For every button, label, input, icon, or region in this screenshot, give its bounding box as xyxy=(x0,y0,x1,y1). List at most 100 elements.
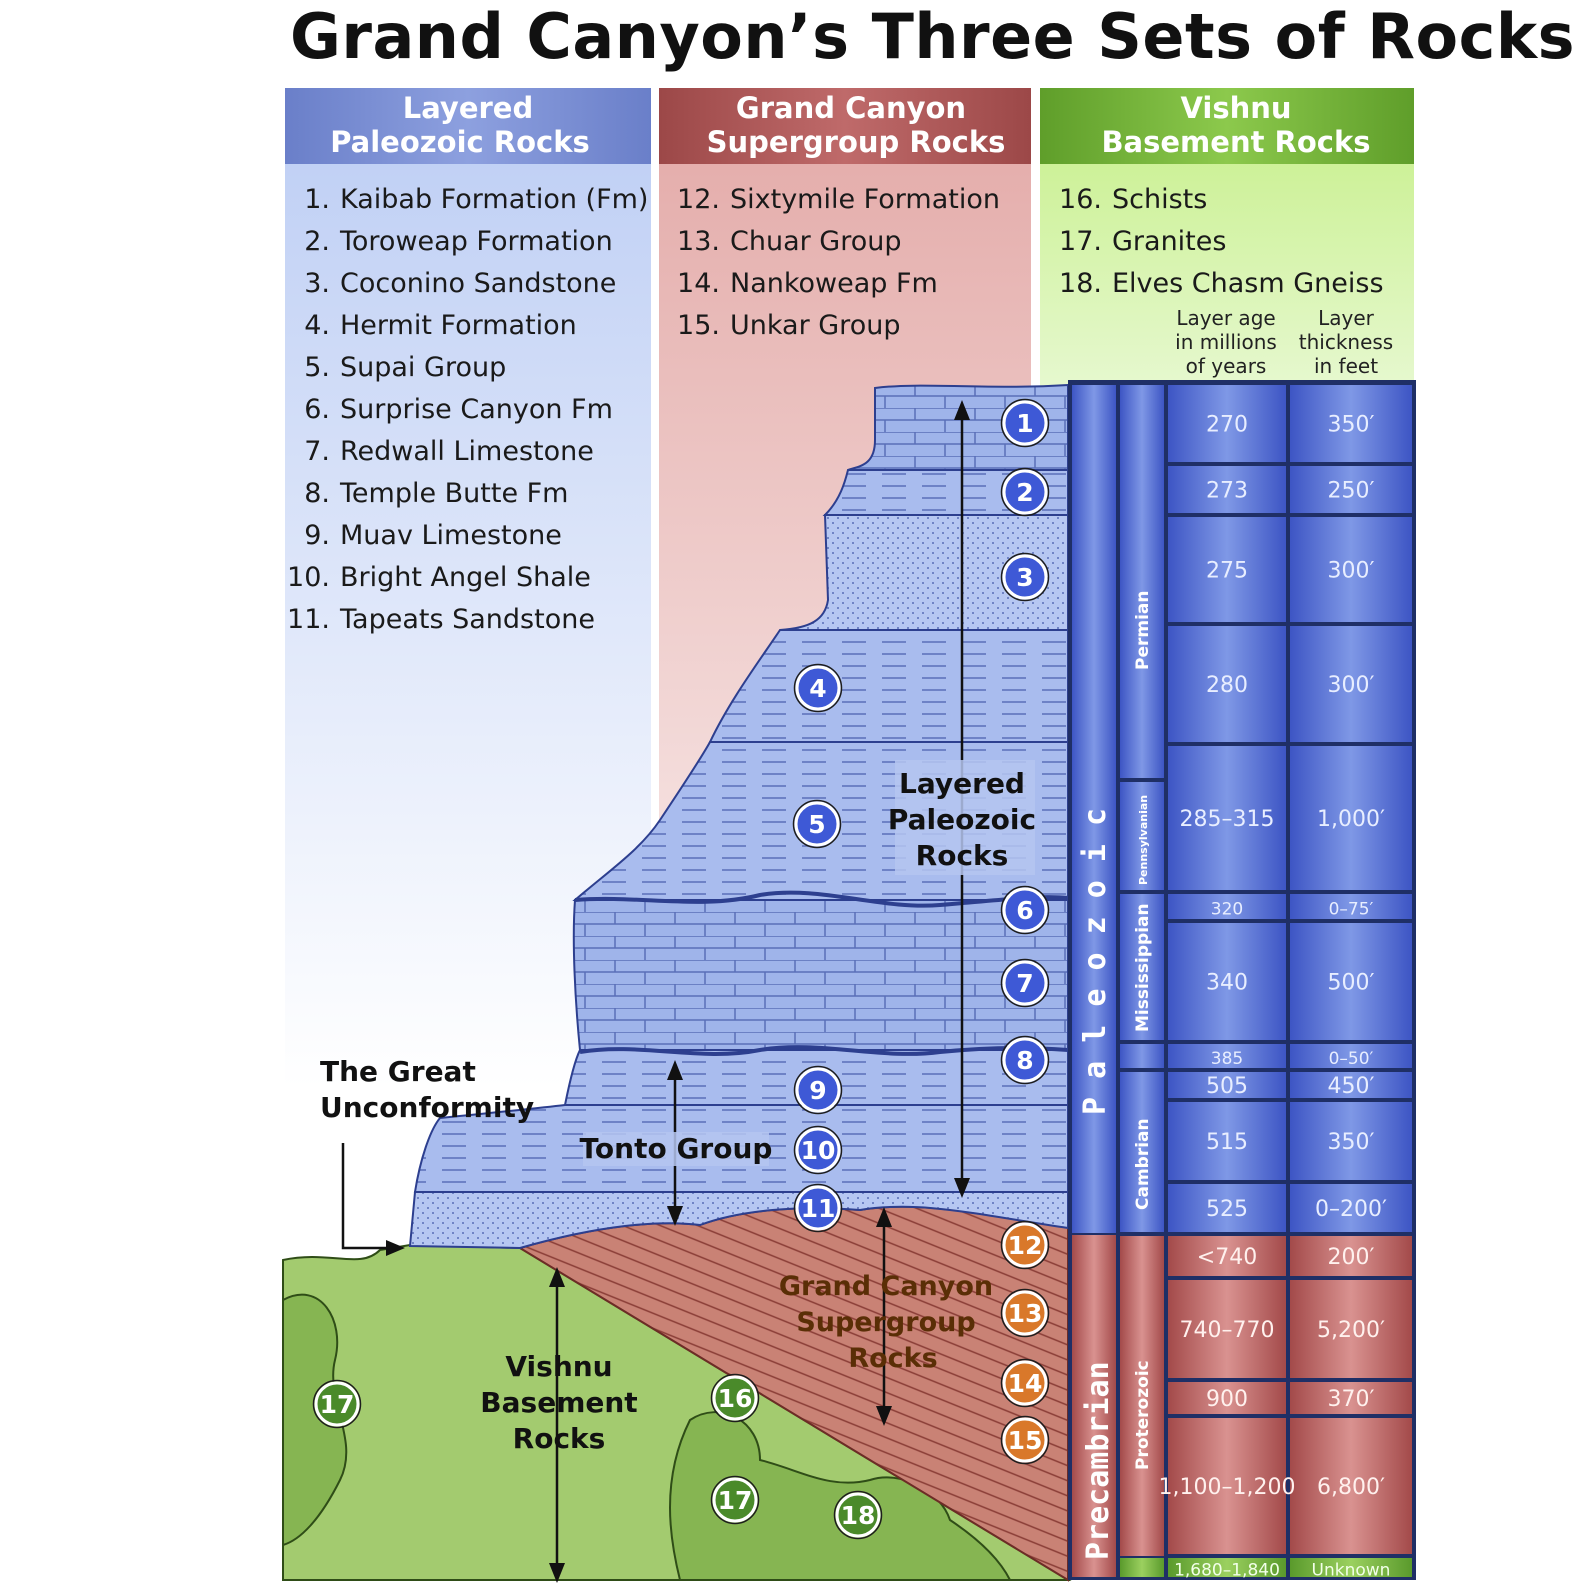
tonto-group-text: Tonto Group xyxy=(580,1132,773,1165)
table-row: 270 350′ xyxy=(1168,385,1412,462)
supergroup-label-line3: Rocks xyxy=(848,1343,937,1374)
tonto-group-label: Tonto Group xyxy=(580,1132,773,1166)
thickness-cell xyxy=(1290,1102,1412,1180)
thickness-cell xyxy=(1290,923,1412,1040)
supergroup-label-line2: Supergroup xyxy=(796,1307,975,1338)
thickness-header-line1: Layer xyxy=(1318,306,1375,330)
list-item: 15.Unkar Group xyxy=(677,310,900,341)
badge-number: 16 xyxy=(718,1384,753,1413)
age-header-line2: in millions xyxy=(1175,330,1277,354)
supergroup-header-line2: Supergroup Rocks xyxy=(707,125,1006,159)
layer-badge: 11 xyxy=(793,1183,843,1233)
badge-number: 10 xyxy=(801,1136,836,1165)
period-mississippian-label: Mississippian xyxy=(1133,903,1153,1032)
list-item: 18.Elves Chasm Gneiss xyxy=(1059,268,1384,299)
thickness-value: 0–200′ xyxy=(1315,1197,1387,1222)
vishnu-header: Vishnu Basement Rocks xyxy=(1040,88,1414,164)
layer-badge: 12 xyxy=(1000,1220,1050,1270)
list-item: 8.Temple Butte Fm xyxy=(304,478,568,509)
thickness-cell xyxy=(1290,1280,1412,1378)
layer-badge: 1 xyxy=(1000,398,1050,448)
age-value: 900 xyxy=(1206,1387,1248,1412)
list-item: 10.Bright Angel Shale xyxy=(287,562,591,593)
thickness-header-line3: in feet xyxy=(1314,354,1378,378)
badge-number: 15 xyxy=(1008,1426,1043,1455)
age-value: 740–770 xyxy=(1180,1318,1275,1343)
age-header-line1: Layer age xyxy=(1176,306,1275,330)
layered-paleozoic-line2: Paleozoic xyxy=(888,803,1036,836)
great-unconformity-line1: The Great xyxy=(320,1055,476,1088)
thickness-value: 370′ xyxy=(1328,1387,1375,1412)
age-cell xyxy=(1168,746,1286,890)
thickness-value: 450′ xyxy=(1328,1074,1375,1099)
list-item: 1.Kaibab Formation (Fm) xyxy=(304,184,648,215)
thickness-header-line2: thickness xyxy=(1299,330,1393,354)
supergroup-header-line1: Grand Canyon xyxy=(736,91,966,125)
thickness-value: 250′ xyxy=(1328,479,1375,504)
layer-badge: 18 xyxy=(833,1490,883,1540)
age-cell xyxy=(1168,517,1286,622)
period-cambrian-cell xyxy=(1120,1072,1164,1232)
badge-number: 5 xyxy=(808,810,825,839)
badge-number: 6 xyxy=(1016,896,1033,925)
redwall-limestone-layer xyxy=(572,899,1069,1051)
supergroup-label-line1: Grand Canyon xyxy=(779,1271,993,1302)
paleozoic-header: Layered Paleozoic Rocks xyxy=(285,88,651,164)
layer-badge: 15 xyxy=(1000,1415,1050,1465)
age-cell xyxy=(1168,1072,1286,1098)
period-devonian-cell xyxy=(1120,1044,1164,1068)
list-item: 11.Tapeats Sandstone xyxy=(287,604,595,635)
thickness-value: 0–75′ xyxy=(1329,900,1374,920)
thickness-value: 200′ xyxy=(1328,1245,1375,1270)
paleozoic-header-line2: Paleozoic Rocks xyxy=(330,125,590,159)
list-item: 6.Surprise Canyon Fm xyxy=(304,394,613,425)
age-cell xyxy=(1168,1236,1286,1276)
age-header-line3: of years xyxy=(1186,354,1267,378)
list-item: 3.Coconino Sandstone xyxy=(304,268,616,299)
great-unconformity-label: The Great Unconformity xyxy=(320,1055,534,1124)
age-value: 270 xyxy=(1206,413,1248,438)
age-value: 285–315 xyxy=(1180,807,1275,832)
age-cell xyxy=(1168,1382,1286,1414)
great-unconformity-line2: Unconformity xyxy=(320,1091,534,1124)
thickness-cell xyxy=(1290,894,1412,919)
age-cell xyxy=(1168,894,1286,919)
age-value: 385 xyxy=(1211,1049,1243,1069)
age-value: 280 xyxy=(1206,673,1248,698)
layered-paleozoic-label: Layered Paleozoic Rocks xyxy=(888,760,1036,875)
age-cell xyxy=(1168,1102,1286,1180)
age-cell xyxy=(1168,466,1286,513)
badge-number: 4 xyxy=(809,674,826,703)
age-value: 1,680–1,840 xyxy=(1174,1561,1280,1581)
list-item: 9.Muav Limestone xyxy=(304,520,562,551)
period-pennsylvanian-cell xyxy=(1120,782,1164,890)
supergroup-arrow xyxy=(876,1207,892,1426)
badge-number: 3 xyxy=(1016,563,1033,592)
age-column-header: Layer age in millions of years xyxy=(1175,306,1277,378)
thickness-value: 5,200′ xyxy=(1317,1318,1385,1343)
list-item: 17.Granites xyxy=(1059,226,1226,257)
thickness-cell xyxy=(1290,1236,1412,1276)
list-item: 13.Chuar Group xyxy=(677,226,901,257)
thickness-cell xyxy=(1290,466,1412,513)
badge-number: 9 xyxy=(809,1076,826,1105)
list-item: 12.Sixtymile Formation xyxy=(677,184,1000,215)
thickness-value: 350′ xyxy=(1328,413,1375,438)
age-cell xyxy=(1168,1418,1286,1554)
period-basement-cell xyxy=(1120,1558,1164,1577)
layer-badge: 9 xyxy=(793,1065,843,1115)
age-cell xyxy=(1168,1280,1286,1378)
paleozoic-header-line1: Layered xyxy=(403,91,533,125)
layer-badge: 7 xyxy=(1000,958,1050,1008)
